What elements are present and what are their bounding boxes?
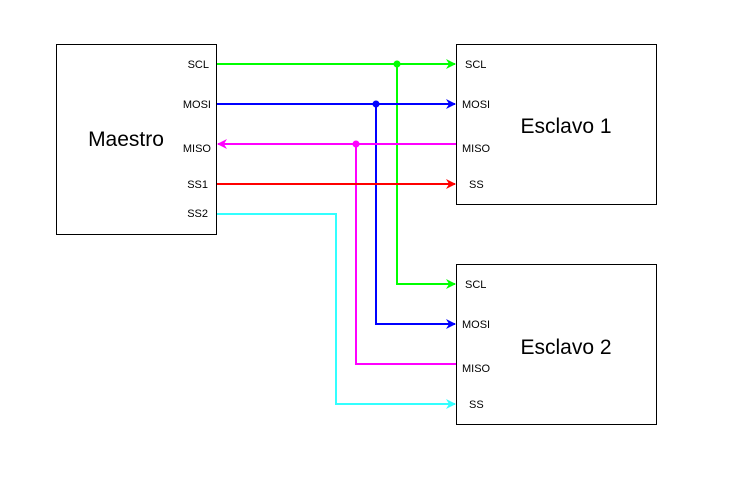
- junction-miso: [352, 140, 360, 148]
- slave1-title: Esclavo 1: [520, 115, 611, 138]
- junction-scl: [393, 60, 401, 68]
- master-pin-ss2: SS2: [187, 208, 208, 220]
- wire-miso-slave2: [355, 144, 456, 365]
- wire-mosi-slave2: [375, 104, 456, 329]
- wire-ss2: [217, 213, 456, 409]
- slave1-pin-scl: SCL: [465, 59, 486, 71]
- slave2-title: Esclavo 2: [520, 336, 611, 359]
- slave1-pin-miso: MISO: [462, 143, 491, 155]
- master-pin-mosi: MOSI: [183, 99, 211, 111]
- master-pin-miso: MISO: [183, 143, 212, 155]
- junction-mosi: [372, 100, 380, 108]
- slave2-pin-scl: SCL: [465, 279, 486, 291]
- slave1-pin-ss: SS: [469, 179, 484, 191]
- master-pin-scl: SCL: [188, 59, 209, 71]
- master-pin-ss1: SS1: [187, 179, 208, 191]
- slave1-pin-mosi: MOSI: [462, 99, 490, 111]
- master-title: Maestro: [88, 128, 164, 151]
- slave2-pin-ss: SS: [469, 399, 484, 411]
- slave2-box[interactable]: [456, 264, 657, 425]
- slave2-pin-miso: MISO: [462, 363, 491, 375]
- master-box[interactable]: [56, 44, 217, 235]
- slave1-box[interactable]: [456, 44, 657, 205]
- slave2-pin-mosi: MOSI: [462, 319, 490, 331]
- wire-scl-slave2: [396, 64, 456, 289]
